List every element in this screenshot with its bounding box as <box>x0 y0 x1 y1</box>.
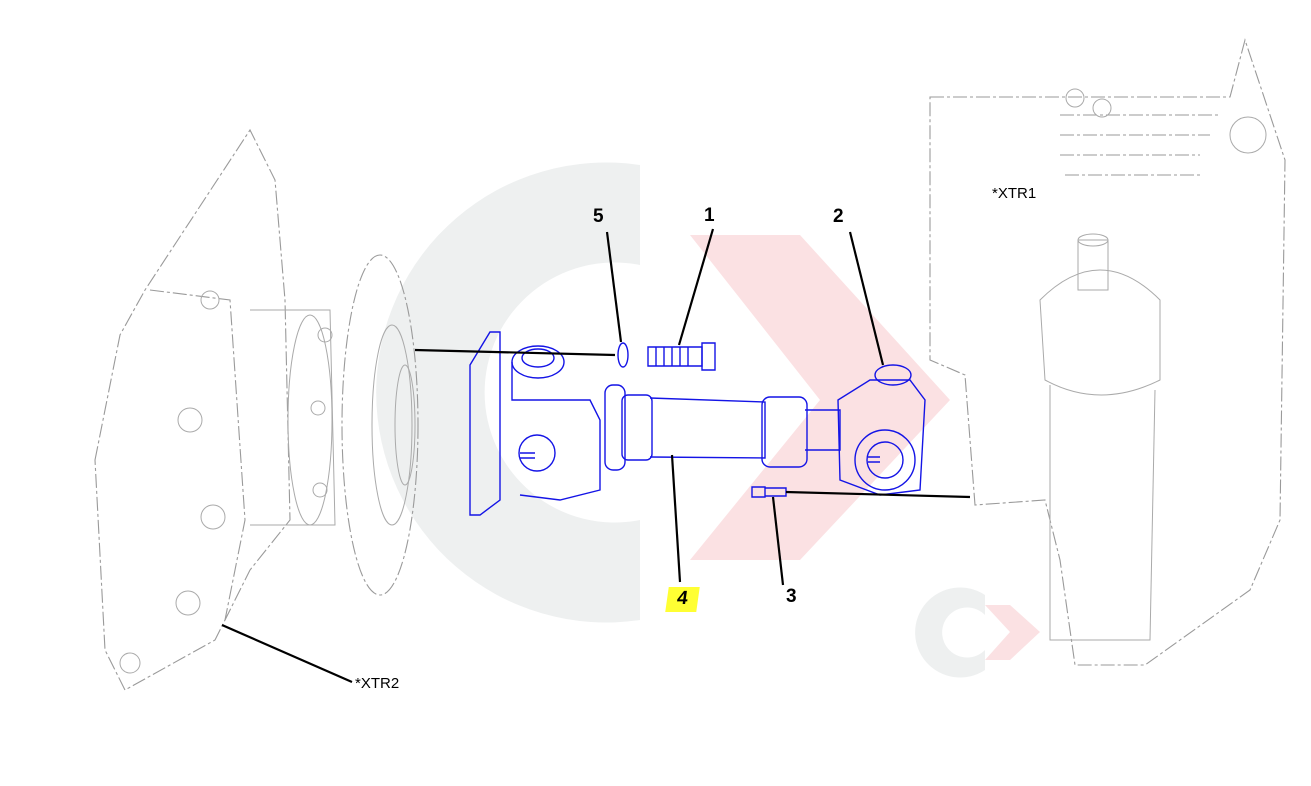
callout-5[interactable]: 5 <box>593 206 604 227</box>
callout-2[interactable]: 2 <box>833 206 844 227</box>
driveshaft-assembly <box>469 331 926 516</box>
xtr1-housing <box>929 38 1286 666</box>
reference-xtr2: *XTR2 <box>355 675 400 692</box>
callout-3[interactable]: 3 <box>786 586 797 607</box>
leader-lines <box>221 228 971 684</box>
xtr2-housing <box>94 128 419 691</box>
watermark-logo <box>376 162 1040 678</box>
callout-4[interactable]: 4 <box>665 587 700 612</box>
reference-xtr1: *XTR1 <box>992 185 1037 202</box>
callout-1[interactable]: 1 <box>704 205 715 226</box>
